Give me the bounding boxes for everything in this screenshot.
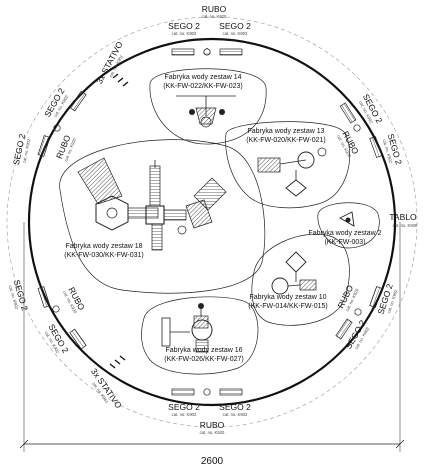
right-sego-2-cat: cat. no. K902	[382, 139, 394, 165]
left-furniture: 3x STATIVO cat. no. K961 SEGO 2 cat. no.…	[8, 39, 129, 410]
top-bench-right	[219, 48, 243, 56]
top-sego-right-cat: cat. no. K902	[223, 31, 248, 36]
main-circle	[27, 37, 397, 407]
diameter-label: 2600	[201, 456, 224, 467]
zone-16-equipment	[161, 303, 213, 353]
right-bench-4	[335, 318, 353, 340]
left-bin-lower	[52, 305, 60, 313]
bottom-bin	[203, 388, 211, 396]
left-bench-3	[37, 286, 51, 308]
zone-10: Fabryka wody zestaw 10 (KK-FW-014/KK-FW-…	[248, 233, 350, 326]
bottom-sego-left-cat: cat. no. K902	[172, 412, 197, 417]
right-bench-2	[369, 136, 383, 158]
zone-14-code: (KK-FW-022/KK-FW-023)	[163, 83, 242, 90]
left-sego-3-cat: cat. no. K902	[8, 285, 20, 311]
stativo-posts-bottom	[109, 355, 126, 369]
zone-2-name: Fabryka wody zestaw 2	[308, 230, 381, 237]
zone-18-equipment	[77, 157, 227, 251]
top-sego-left-cat: cat. no. K902	[172, 31, 197, 36]
zone-2: Fabryka wody zestaw 2 (KK-FW-003)	[308, 202, 382, 249]
top-rubo-label: RUBO	[202, 4, 227, 14]
zone-18-name: Fabryka wody zestaw 18	[65, 243, 142, 250]
bottom-bench-right	[219, 388, 243, 396]
right-bin-upper	[353, 124, 361, 132]
bottom-bench-left	[171, 388, 195, 396]
bottom-rubo-label: RUBO	[200, 420, 225, 430]
left-stativo-bottom-label: 3x STATIVO	[89, 366, 124, 410]
tablo-cat: cat. no. K930	[393, 223, 418, 228]
tablo-label: TABLO	[389, 212, 417, 222]
top-sego-right-label: SEGO 2	[219, 21, 251, 31]
right-furniture: SEGO 2 cat. no. K902 SEGO 2 cat. no. K90…	[335, 92, 418, 350]
top-bench-left	[171, 48, 195, 56]
zone-10-code: (KK-FW-014/KK-FW-015)	[248, 303, 327, 310]
stativo-posts-top	[112, 73, 129, 87]
bottom-sego-right-cat: cat. no. K902	[223, 412, 248, 417]
bottom-furniture: SEGO 2 cat. no. K902 SEGO 2 cat. no. K90…	[168, 388, 251, 435]
zone-13: Fabryka wody zestaw 13 (KK-FW-020/KK-FW-…	[225, 121, 350, 209]
zone-2-code: (KK-FW-003)	[324, 239, 365, 246]
top-sego-left-label: SEGO 2	[168, 21, 200, 31]
zone-14-equipment	[176, 95, 236, 128]
left-bin-upper	[53, 124, 61, 132]
bottom-sego-right-label: SEGO 2	[219, 402, 251, 412]
zone-13-name: Fabryka wody zestaw 13	[247, 128, 324, 135]
zone-18-code: (KK-FW-030/KK-FW-031)	[64, 252, 143, 259]
right-bench-1	[339, 102, 357, 124]
bottom-sego-left-label: SEGO 2	[168, 402, 200, 412]
zone-14: Fabryka wody zestaw 14 (KK-FW-022/KK-FW-…	[149, 68, 267, 145]
zone-14-name: Fabryka wody zestaw 14	[164, 74, 241, 81]
zone-16: Fabryka wody zestaw 16 (KK-FW-026/KK-FW-…	[141, 296, 259, 375]
zone-13-equipment	[257, 147, 327, 197]
right-bin-lower	[354, 308, 362, 316]
zone-10-equipment	[271, 251, 317, 295]
zone-18: Fabryka wody zestaw 18 (KK-FW-030/KK-FW-…	[59, 139, 266, 294]
left-sego-2-cat: cat. no. K902	[21, 138, 31, 164]
diameter-dimension: 2600	[19, 222, 405, 467]
zone-16-name: Fabryka wody zestaw 16	[165, 347, 242, 354]
left-bench-4	[69, 328, 87, 350]
zone-2-equipment	[339, 211, 355, 227]
zone-13-code: (KK-FW-020/KK-FW-021)	[246, 137, 325, 144]
zone-16-code: (KK-FW-026/KK-FW-027)	[164, 356, 243, 363]
zone-10-name: Fabryka wody zestaw 10	[249, 294, 326, 301]
top-bin	[203, 47, 211, 56]
left-bench-1	[69, 90, 87, 112]
outer-dashed-ring	[6, 16, 418, 428]
right-bench-3	[369, 286, 383, 308]
left-bench-2	[37, 135, 51, 157]
bottom-rubo-cat: cat. no. K920	[200, 430, 225, 435]
top-furniture: RUBO cat. no. K920 SEGO 2 cat. no. K902 …	[168, 4, 251, 56]
top-rubo-cat: cat. no. K920	[202, 14, 227, 19]
